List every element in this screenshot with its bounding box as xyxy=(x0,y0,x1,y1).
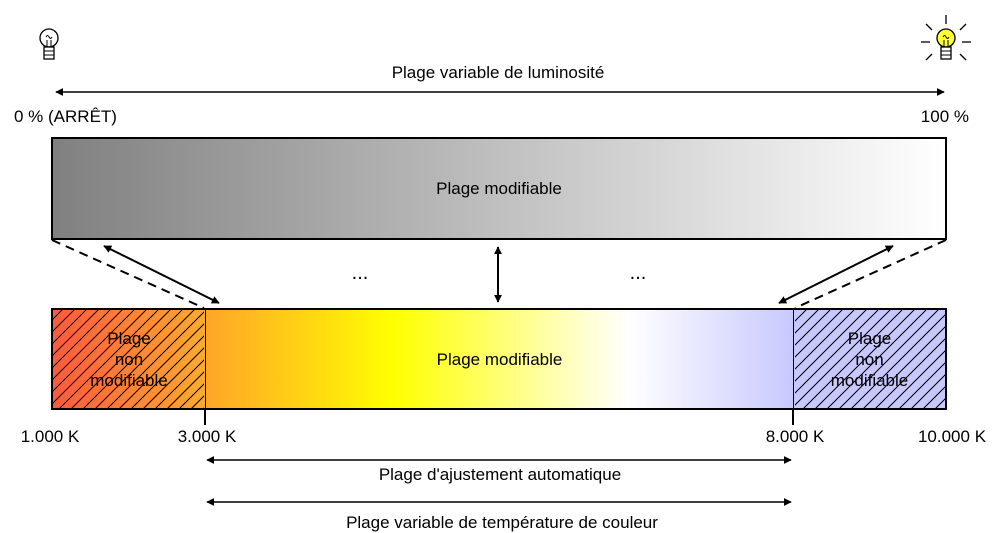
color-range-label: Plage modifiable xyxy=(436,350,563,369)
brightness-max-label: 100 % xyxy=(920,107,969,126)
non-modifiable-zone-low: Plage non modifiable xyxy=(51,308,206,410)
temperature-range-label: Plage variable de température de couleur xyxy=(346,513,658,532)
mapping-arrow-right xyxy=(778,245,894,304)
lightbulb-off-icon xyxy=(39,28,59,60)
projection-line-left xyxy=(51,239,205,309)
tick-label-8000k: 8.000 K xyxy=(765,427,825,446)
tick-label-10000k: 10.000 K xyxy=(917,427,987,446)
ellipsis-left: ... xyxy=(351,262,369,284)
non-modifiable-zone-high: Plage non modifiable xyxy=(793,308,947,410)
brightness-bar-label: Plage modifiable xyxy=(436,179,562,198)
auto-adjust-label: Plage d'ajustement automatique xyxy=(378,465,622,484)
mapping-arrow-left xyxy=(103,245,220,304)
brightness-min-label: 0 % (ARRÊT) xyxy=(14,107,117,126)
lightbulb-on-icon xyxy=(921,15,971,61)
brightness-range-label: Plage variable de luminosité xyxy=(391,63,605,82)
tick-label-3000k: 3.000 K xyxy=(177,427,237,446)
projection-line-right xyxy=(794,239,947,309)
ellipsis-right: ... xyxy=(629,262,647,284)
non-modifiable-low-label: Plage non modifiable xyxy=(90,329,168,390)
tick-label-1000k: 1.000 K xyxy=(20,427,80,446)
brightness-bar: Plage modifiable xyxy=(51,137,947,240)
non-modifiable-high-label: Plage non modifiable xyxy=(830,329,909,390)
modifiable-color-range: Plage modifiable xyxy=(205,308,794,410)
